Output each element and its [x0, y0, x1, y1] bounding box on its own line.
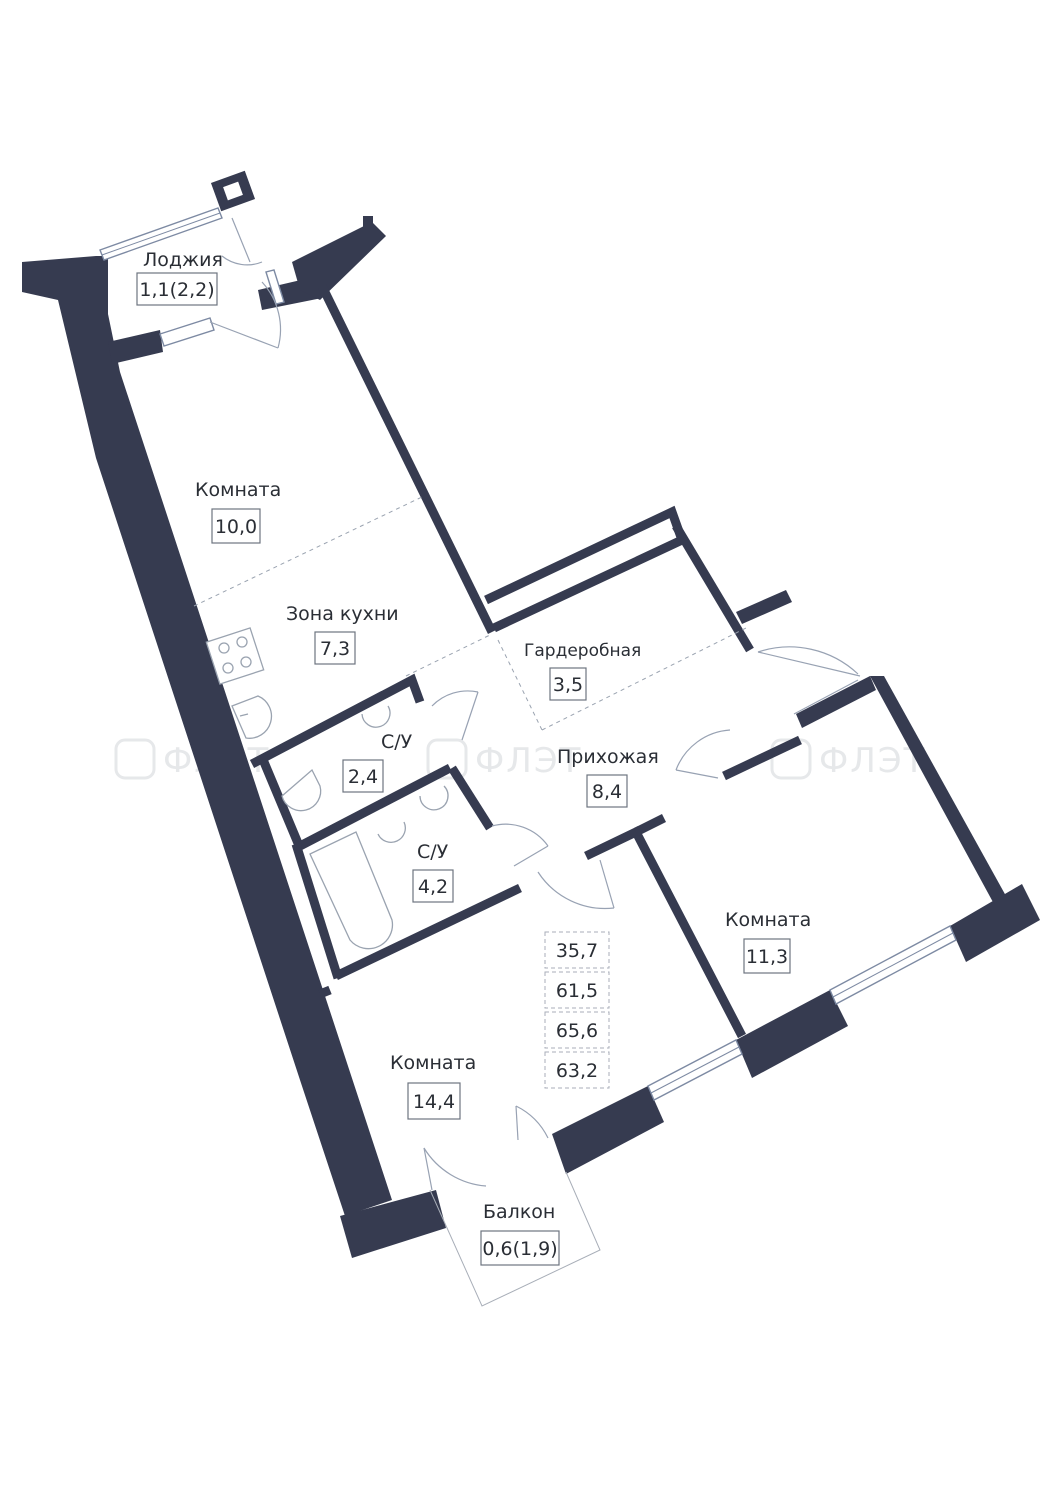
total-box-2: [544, 971, 610, 1009]
area-totals: 35,7 61,5 65,6 63,2: [544, 931, 610, 1089]
total-box-4: [544, 1051, 610, 1089]
area-box-bath2: [412, 869, 454, 903]
room-area-room3: 14,4: [413, 1091, 455, 1113]
room-area-kitchen: 7,3: [320, 638, 350, 660]
total-general: 61,5: [556, 980, 598, 1002]
total-box-1: [544, 931, 610, 969]
area-box-room3: [407, 1082, 461, 1120]
room-name-hall: Прихожая: [557, 746, 659, 768]
doors: [209, 217, 861, 1191]
room-name-kitchen: Зона кухни: [286, 603, 399, 625]
room-area-room2: 11,3: [746, 946, 788, 968]
room-area-room1: 10,0: [215, 516, 257, 538]
room-name-room1: Комната: [195, 479, 281, 501]
room-name-room3: Комната: [390, 1052, 476, 1074]
room-name-bath1: С/У: [381, 731, 413, 753]
room-area-bath1: 2,4: [348, 766, 378, 788]
room-area-bath2: 4,2: [418, 876, 448, 898]
washbasin2-icon: [377, 821, 406, 843]
room-name-bath2: С/У: [417, 841, 449, 863]
room-area-wardrobe: 3,5: [553, 674, 583, 696]
balcony-outline: [429, 1171, 601, 1307]
room-name-wardrobe: Гардеробная: [524, 641, 641, 661]
room-area-balcony: 0,6(1,9): [482, 1238, 557, 1260]
room-labels: Лоджия 1,1(2,2) Комната 10,0 Зона кухни …: [136, 249, 811, 1266]
area-box-room1: [211, 508, 261, 544]
total-living: 35,7: [556, 940, 598, 962]
room-name-room2: Комната: [725, 909, 811, 931]
area-box-bath1: [342, 759, 384, 793]
room-name-loggia: Лоджия: [143, 249, 223, 271]
area-box-wardrobe: [549, 667, 587, 701]
watermark-text-2: ФЛЭТ: [475, 741, 582, 781]
sink-icon: [231, 695, 273, 739]
zone-dividers: [193, 495, 747, 731]
area-box-room2: [743, 938, 791, 974]
toilet2-icon: [419, 785, 449, 811]
area-box-hall: [586, 774, 628, 808]
area-box-loggia: [136, 272, 218, 306]
watermark-text-3: ФЛЭТ: [819, 741, 926, 781]
total-reduced: 63,2: [556, 1060, 598, 1082]
room-name-balcony: Балкон: [483, 1201, 555, 1223]
bathtub-icon: [309, 831, 394, 950]
stove-icon: [205, 627, 265, 685]
area-box-kitchen: [314, 631, 356, 665]
fixtures: [205, 627, 449, 950]
windows: [99, 207, 957, 1101]
total-box-3: [544, 1011, 610, 1049]
room-area-hall: 8,4: [592, 781, 622, 803]
area-box-balcony: [480, 1230, 560, 1266]
toilet-icon: [281, 768, 322, 812]
interior-walls: [249, 284, 802, 1039]
washbasin-icon: [361, 705, 391, 728]
total-with-outdoor: 65,6: [556, 1020, 598, 1042]
room-area-loggia: 1,1(2,2): [139, 279, 214, 301]
exterior-walls: [22, 170, 1040, 1258]
